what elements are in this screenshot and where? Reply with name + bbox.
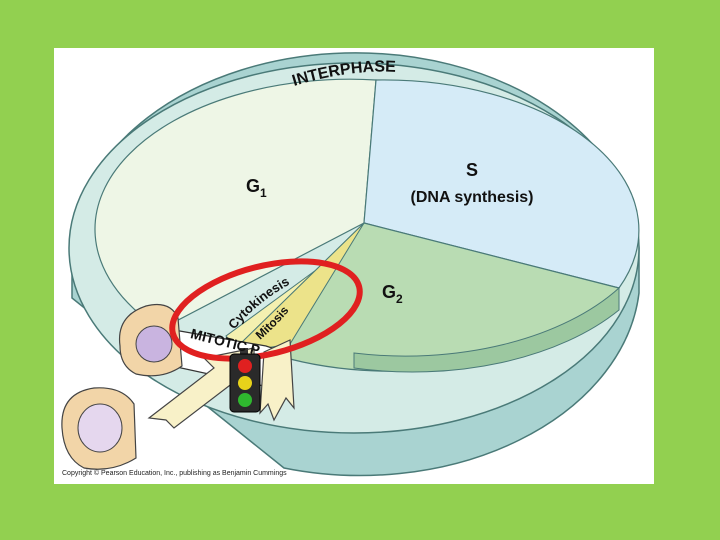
cell-icon — [118, 303, 183, 377]
traffic-light-icon — [229, 348, 261, 413]
slide-panel: INTERPHASE G1 S (DNA synthesis) G2 Cytok… — [54, 48, 654, 484]
g1-sector — [94, 78, 377, 331]
cell-icon — [61, 387, 137, 470]
s-sector — [363, 79, 640, 289]
copyright-text: Copyright © Pearson Education, Inc., pub… — [62, 470, 287, 477]
s-detail: (DNA synthesis) — [411, 189, 534, 206]
highlight-ring — [169, 258, 363, 362]
g2-label: G2 — [382, 282, 403, 306]
cell-cycle-diagram: INTERPHASE G1 S (DNA synthesis) G2 Cytok… — [54, 48, 640, 477]
s-label: S — [466, 160, 478, 180]
disk-edge — [353, 286, 620, 373]
g1-label: G1 — [246, 176, 267, 200]
